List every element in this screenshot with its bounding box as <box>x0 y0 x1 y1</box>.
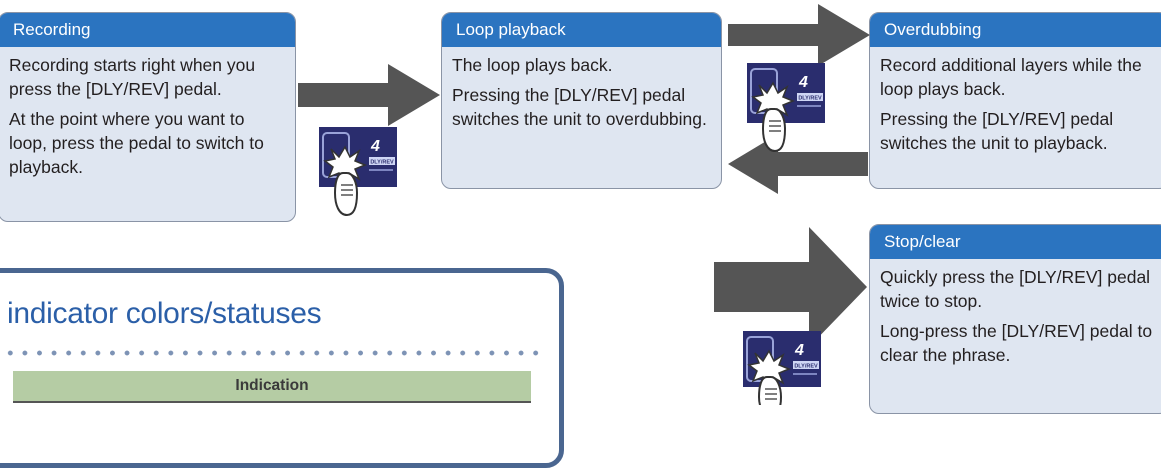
overdubbing-title: Overdubbing <box>870 13 1161 47</box>
arrow-overdub-to-loop <box>728 134 868 194</box>
pedal-digit: 4 <box>798 74 808 91</box>
pedal-digit: 4 <box>370 138 380 155</box>
overdubbing-text-1: Record additional layers while the loop … <box>880 55 1142 99</box>
indicator-table: Indication <box>13 371 531 403</box>
stop-clear-text-2: Long-press the [DLY/REV] pedal to clear … <box>880 321 1153 365</box>
overdubbing-text-2: Pressing the [DLY/REV] pedal switches th… <box>880 109 1114 153</box>
stop-clear-text-1: Quickly press the [DLY/REV] pedal twice … <box>880 267 1151 311</box>
dotted-divider <box>3 349 543 357</box>
pedal-press-icon: 4 DLY/REV <box>747 63 825 153</box>
recording-text-1: Recording starts right when you press th… <box>9 55 256 99</box>
table-header-indication: Indication <box>13 371 531 403</box>
pedal-digit: 4 <box>794 342 804 359</box>
loop-playback-box: Loop playback The loop plays back. Press… <box>441 12 722 189</box>
pedal-label: DLY/REV <box>794 364 818 370</box>
arrow-recording-to-loop <box>298 64 440 126</box>
recording-title: Recording <box>0 13 295 47</box>
loop-playback-text-1: The loop plays back. <box>452 55 613 75</box>
indicator-panel-title: indicator colors/statuses <box>7 297 322 330</box>
pedal-label: DLY/REV <box>370 160 394 166</box>
pedal-press-icon: 4 DLY/REV <box>319 127 397 217</box>
pedal-label: DLY/REV <box>798 96 822 102</box>
arrow-loop-to-overdub <box>728 4 870 66</box>
stop-clear-title: Stop/clear <box>870 225 1161 259</box>
arrow-to-stop-clear <box>714 227 867 347</box>
pedal-press-icon: 4 DLY/REV <box>743 331 821 405</box>
indicator-panel: indicator colors/statuses Indication <box>0 268 564 468</box>
overdubbing-box: Overdubbing Record additional layers whi… <box>869 12 1161 189</box>
stop-clear-box: Stop/clear Quickly press the [DLY/REV] p… <box>869 224 1161 414</box>
loop-playback-title: Loop playback <box>442 13 721 47</box>
loop-playback-text-2: Pressing the [DLY/REV] pedal switches th… <box>452 85 707 129</box>
recording-box: Recording Recording starts right when yo… <box>0 12 296 222</box>
recording-text-2: At the point where you want to loop, pre… <box>9 109 264 177</box>
